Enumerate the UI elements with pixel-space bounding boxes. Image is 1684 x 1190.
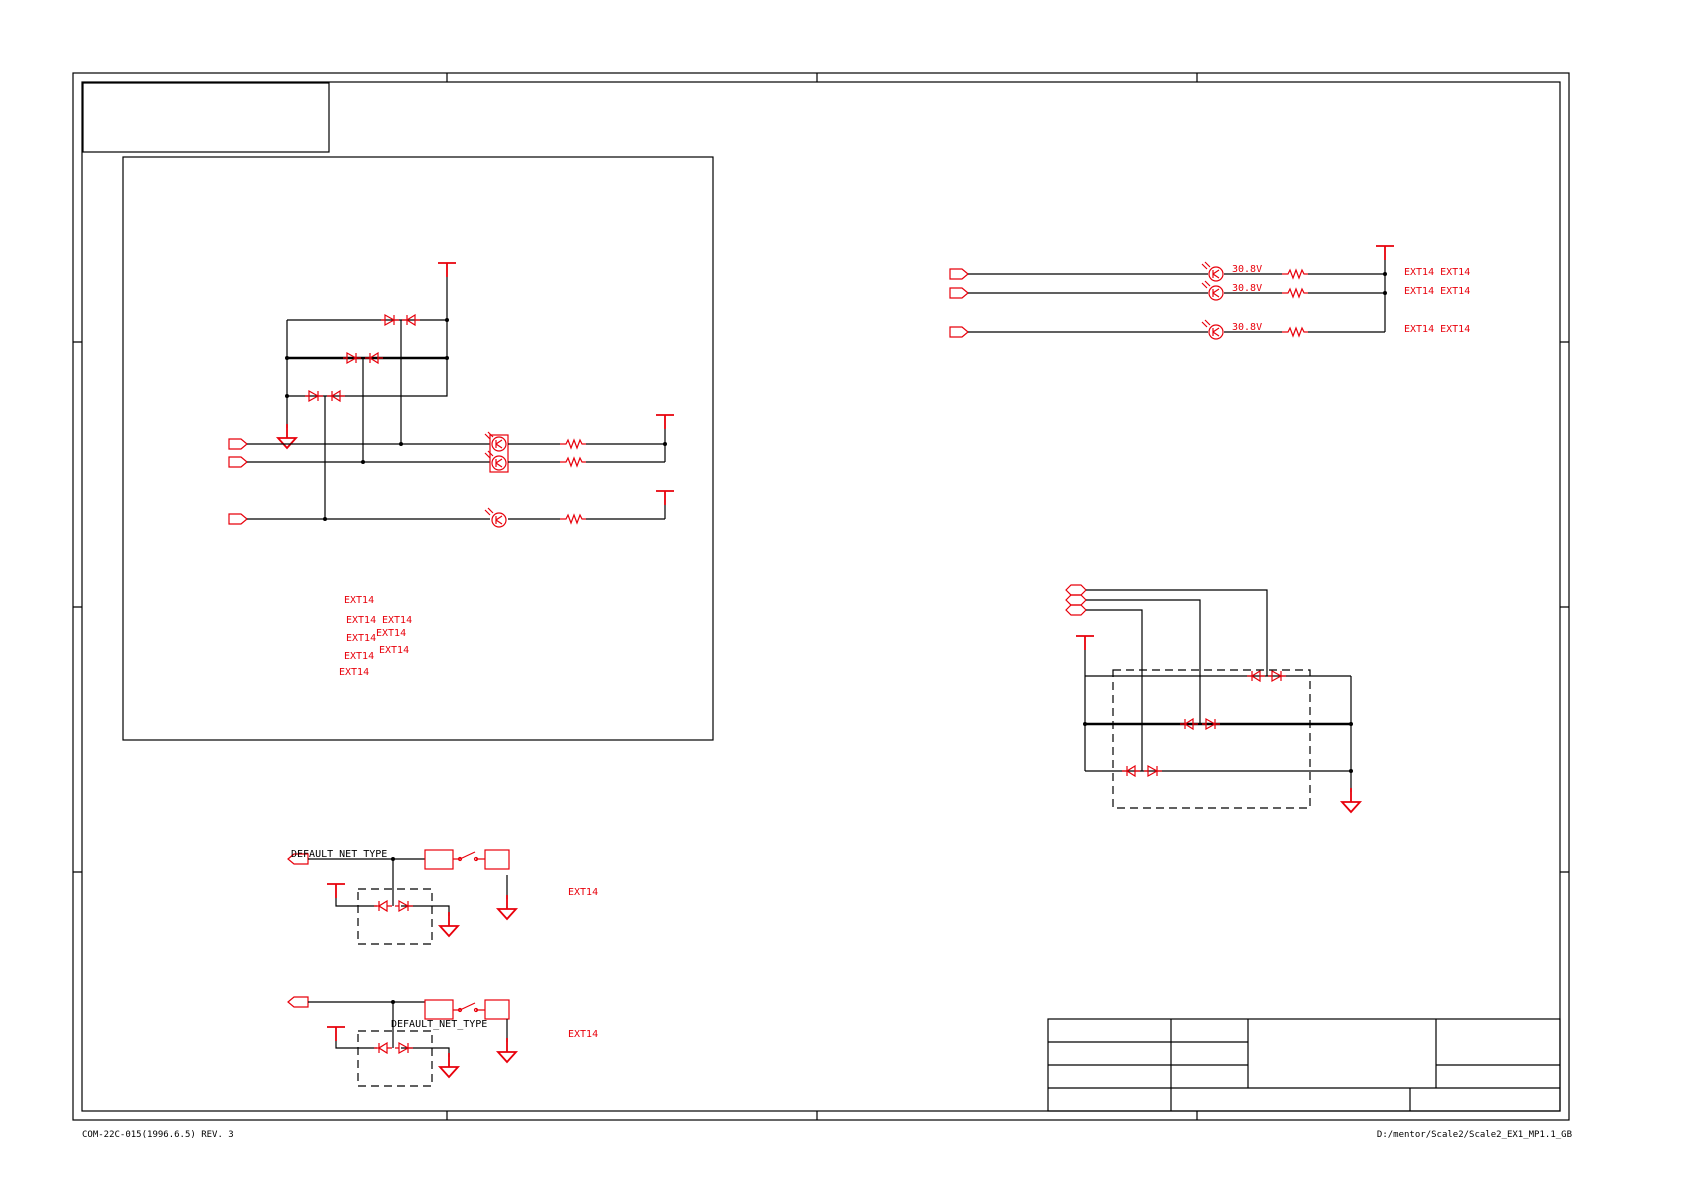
ext-label: EXT14 EXT14 — [1404, 286, 1470, 297]
footer-form-number: COM-22C-015(1996.6.5) REV. 3 — [82, 1130, 234, 1140]
resistor-icon — [1281, 269, 1309, 279]
left-circuit — [228, 262, 675, 528]
right-middle-circuit — [1065, 584, 1361, 813]
led-icon — [484, 507, 507, 528]
connector-port — [287, 996, 309, 1008]
led-icon — [1201, 280, 1224, 301]
right-top-circuit: 30.8V 30.8V 30.8V EXT14 EXT14 EXT14 EXT1… — [949, 245, 1470, 340]
led-voltage-label: 30.8V — [1232, 322, 1262, 333]
connector-port — [228, 513, 248, 525]
bidir-connector — [1065, 584, 1087, 596]
sheet-frame — [72, 72, 1570, 1121]
diode — [373, 1042, 393, 1054]
ext-label: EXT14 EXT14 — [1404, 267, 1470, 278]
left-label-group: EXT14 EXT14 EXT14 EXT14 EXT14 EXT14 EXT1… — [339, 595, 412, 678]
power-symbol — [655, 490, 675, 506]
power-symbol — [1075, 635, 1095, 651]
ext-label: EXT14 — [344, 595, 374, 606]
bottom-circuit-1: DEFAULT_NET_TYPE EXT14 — [287, 849, 598, 945]
dashed-component-box — [357, 888, 433, 945]
ground-symbol — [439, 911, 459, 937]
power-symbol — [655, 414, 675, 430]
connector-port — [949, 326, 969, 338]
ext-label: EXT14 — [568, 887, 598, 898]
net-type-label: DEFAULT_NET_TYPE — [391, 1019, 487, 1030]
resistor-icon — [559, 439, 587, 449]
ext-label: EXT14 — [379, 645, 409, 656]
ext-label: EXT14 — [339, 667, 369, 678]
dashed-component-box — [357, 1030, 433, 1087]
connector-port — [228, 456, 248, 468]
net-type-label: DEFAULT_NET_TYPE — [291, 849, 387, 860]
inner-panel — [122, 156, 714, 741]
ext-label: EXT14 EXT14 — [1404, 324, 1470, 335]
led-voltage-label: 30.8V — [1232, 283, 1262, 294]
bidir-connector — [1065, 594, 1087, 606]
header-box — [82, 82, 330, 153]
led-icon — [484, 450, 507, 471]
power-symbol — [326, 1026, 346, 1042]
connector-port — [228, 438, 248, 450]
ext-label: EXT14 — [568, 1029, 598, 1040]
ground-symbol — [1341, 787, 1361, 813]
led-voltage-label: 30.8V — [1232, 264, 1262, 275]
led-icon — [1201, 319, 1224, 340]
bottom-circuit-2: DEFAULT_NET_TYPE EXT14 — [287, 996, 598, 1087]
title-block — [1047, 1018, 1561, 1112]
connector-port — [949, 287, 969, 299]
bidir-connector — [1065, 604, 1087, 616]
ext-label: EXT14 — [346, 633, 376, 644]
ground-symbol — [497, 894, 517, 920]
footer-file-path: D:/mentor/Scale2/Scale2_EX1_MP1.1_GB — [1377, 1130, 1572, 1140]
resistor-icon — [1281, 327, 1309, 337]
power-symbol — [326, 883, 346, 899]
ground-symbol — [497, 1037, 517, 1063]
power-symbol — [1375, 245, 1395, 261]
ground-symbol — [439, 1052, 459, 1078]
ext-label: EXT14 — [382, 615, 412, 626]
resistor-icon — [559, 514, 587, 524]
led-icon — [1201, 261, 1224, 282]
ext-label: EXT14 — [346, 615, 376, 626]
resistor-icon — [559, 457, 587, 467]
power-symbol — [437, 262, 457, 278]
connector-port — [949, 268, 969, 280]
dashed-component-box — [1112, 669, 1311, 809]
diode — [373, 900, 393, 912]
resistor-icon — [1281, 288, 1309, 298]
ext-label: EXT14 — [376, 628, 406, 639]
ext-label: EXT14 — [344, 651, 374, 662]
